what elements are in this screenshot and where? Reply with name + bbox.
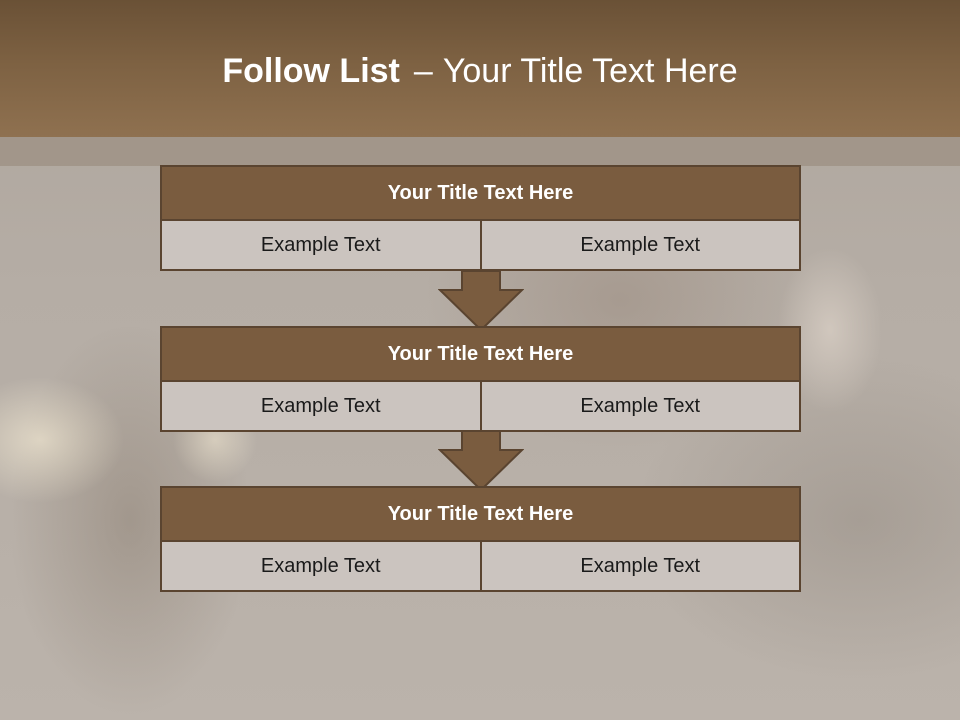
list-block-cell-left: Example Text (160, 542, 482, 592)
down-arrow-icon (438, 430, 524, 492)
list-block-row: Example Text Example Text (160, 382, 801, 432)
list-block-cell-right: Example Text (479, 382, 801, 432)
title-bar (0, 0, 960, 137)
title-bar-strip (0, 137, 960, 166)
list-block-row: Example Text Example Text (160, 542, 801, 592)
list-block-cell-right: Example Text (479, 542, 801, 592)
list-block-title: Your Title Text Here (160, 326, 801, 382)
list-block-3: Your Title Text Here Example Text Exampl… (160, 486, 801, 592)
slide-title-separator: – (413, 52, 433, 90)
list-block-title: Your Title Text Here (160, 165, 801, 221)
list-block-row: Example Text Example Text (160, 221, 801, 271)
slide-title-bold: Follow List (222, 52, 400, 90)
list-block-title: Your Title Text Here (160, 486, 801, 542)
down-arrow-icon (438, 270, 524, 332)
slide-title-rest: Your Title Text Here (442, 52, 738, 90)
list-block-1: Your Title Text Here Example Text Exampl… (160, 165, 801, 271)
list-block-cell-left: Example Text (160, 382, 482, 432)
list-block-cell-right: Example Text (479, 221, 801, 271)
list-block-2: Your Title Text Here Example Text Exampl… (160, 326, 801, 432)
list-block-cell-left: Example Text (160, 221, 482, 271)
slide-title: Follow List–Your Title Text Here (0, 52, 960, 91)
